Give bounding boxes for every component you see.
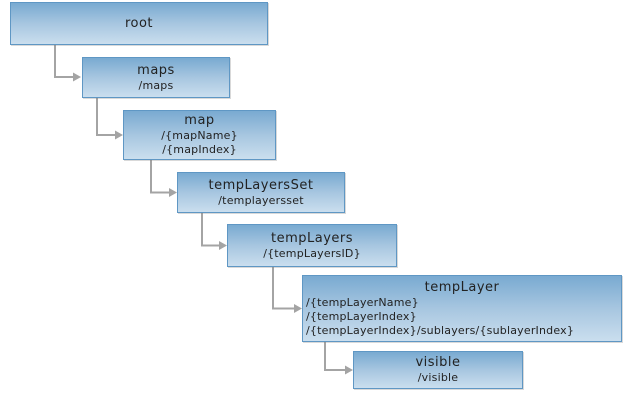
arrowhead-icon: [345, 365, 353, 375]
connector-tempLayer-to-visible: [324, 342, 346, 371]
arrowhead-icon: [294, 304, 302, 313]
node-map-title: map: [184, 113, 215, 128]
arrowhead-icon: [169, 188, 177, 197]
node-maps: maps /maps: [82, 57, 230, 98]
arrowhead-icon: [219, 241, 227, 250]
node-tempLayer-title: tempLayer: [424, 279, 500, 295]
connector-root-to-maps: [54, 45, 74, 78]
node-visible: visible /visible: [353, 351, 523, 389]
node-tempLayer-path: /{tempLayerName}: [306, 295, 419, 309]
connector-map-to-tempLayersSet: [150, 160, 170, 194]
arrowhead-icon: [73, 72, 81, 82]
node-tempLayers-title: tempLayers: [270, 230, 354, 246]
node-tempLayersSet-path: /templayersset: [218, 193, 304, 207]
node-tempLayer-path: /{tempLayerIndex}: [306, 309, 417, 323]
connector-tempLayersSet-to-tempLayers: [201, 213, 220, 247]
node-visible-title: visible: [415, 355, 461, 370]
node-visible-path: /visible: [417, 371, 459, 384]
node-tempLayer-path: /{tempLayerIndex}/sublayers/{sublayerInd…: [306, 323, 575, 337]
node-tempLayersSet: tempLayersSet /templayersset: [177, 172, 345, 213]
connector-maps-to-map: [96, 98, 116, 136]
node-root: root: [10, 2, 268, 45]
node-tempLayer: tempLayer /{tempLayerName} /{tempLayerIn…: [302, 275, 622, 342]
node-tempLayers: tempLayers /{tempLayersID}: [227, 224, 397, 267]
node-map-path: /{mapName}: [161, 129, 238, 142]
node-tempLayers-path: /{tempLayersID}: [263, 246, 361, 260]
node-tempLayersSet-title: tempLayersSet: [208, 177, 314, 193]
node-maps-path: /maps: [138, 78, 174, 92]
node-map-path: /{mapIndex}: [162, 143, 237, 156]
connector-tempLayers-to-tempLayer: [272, 267, 295, 310]
arrowhead-icon: [115, 130, 123, 140]
node-map: map /{mapName} /{mapIndex}: [123, 110, 276, 160]
node-root-title: root: [124, 15, 154, 31]
node-maps-title: maps: [137, 62, 175, 78]
